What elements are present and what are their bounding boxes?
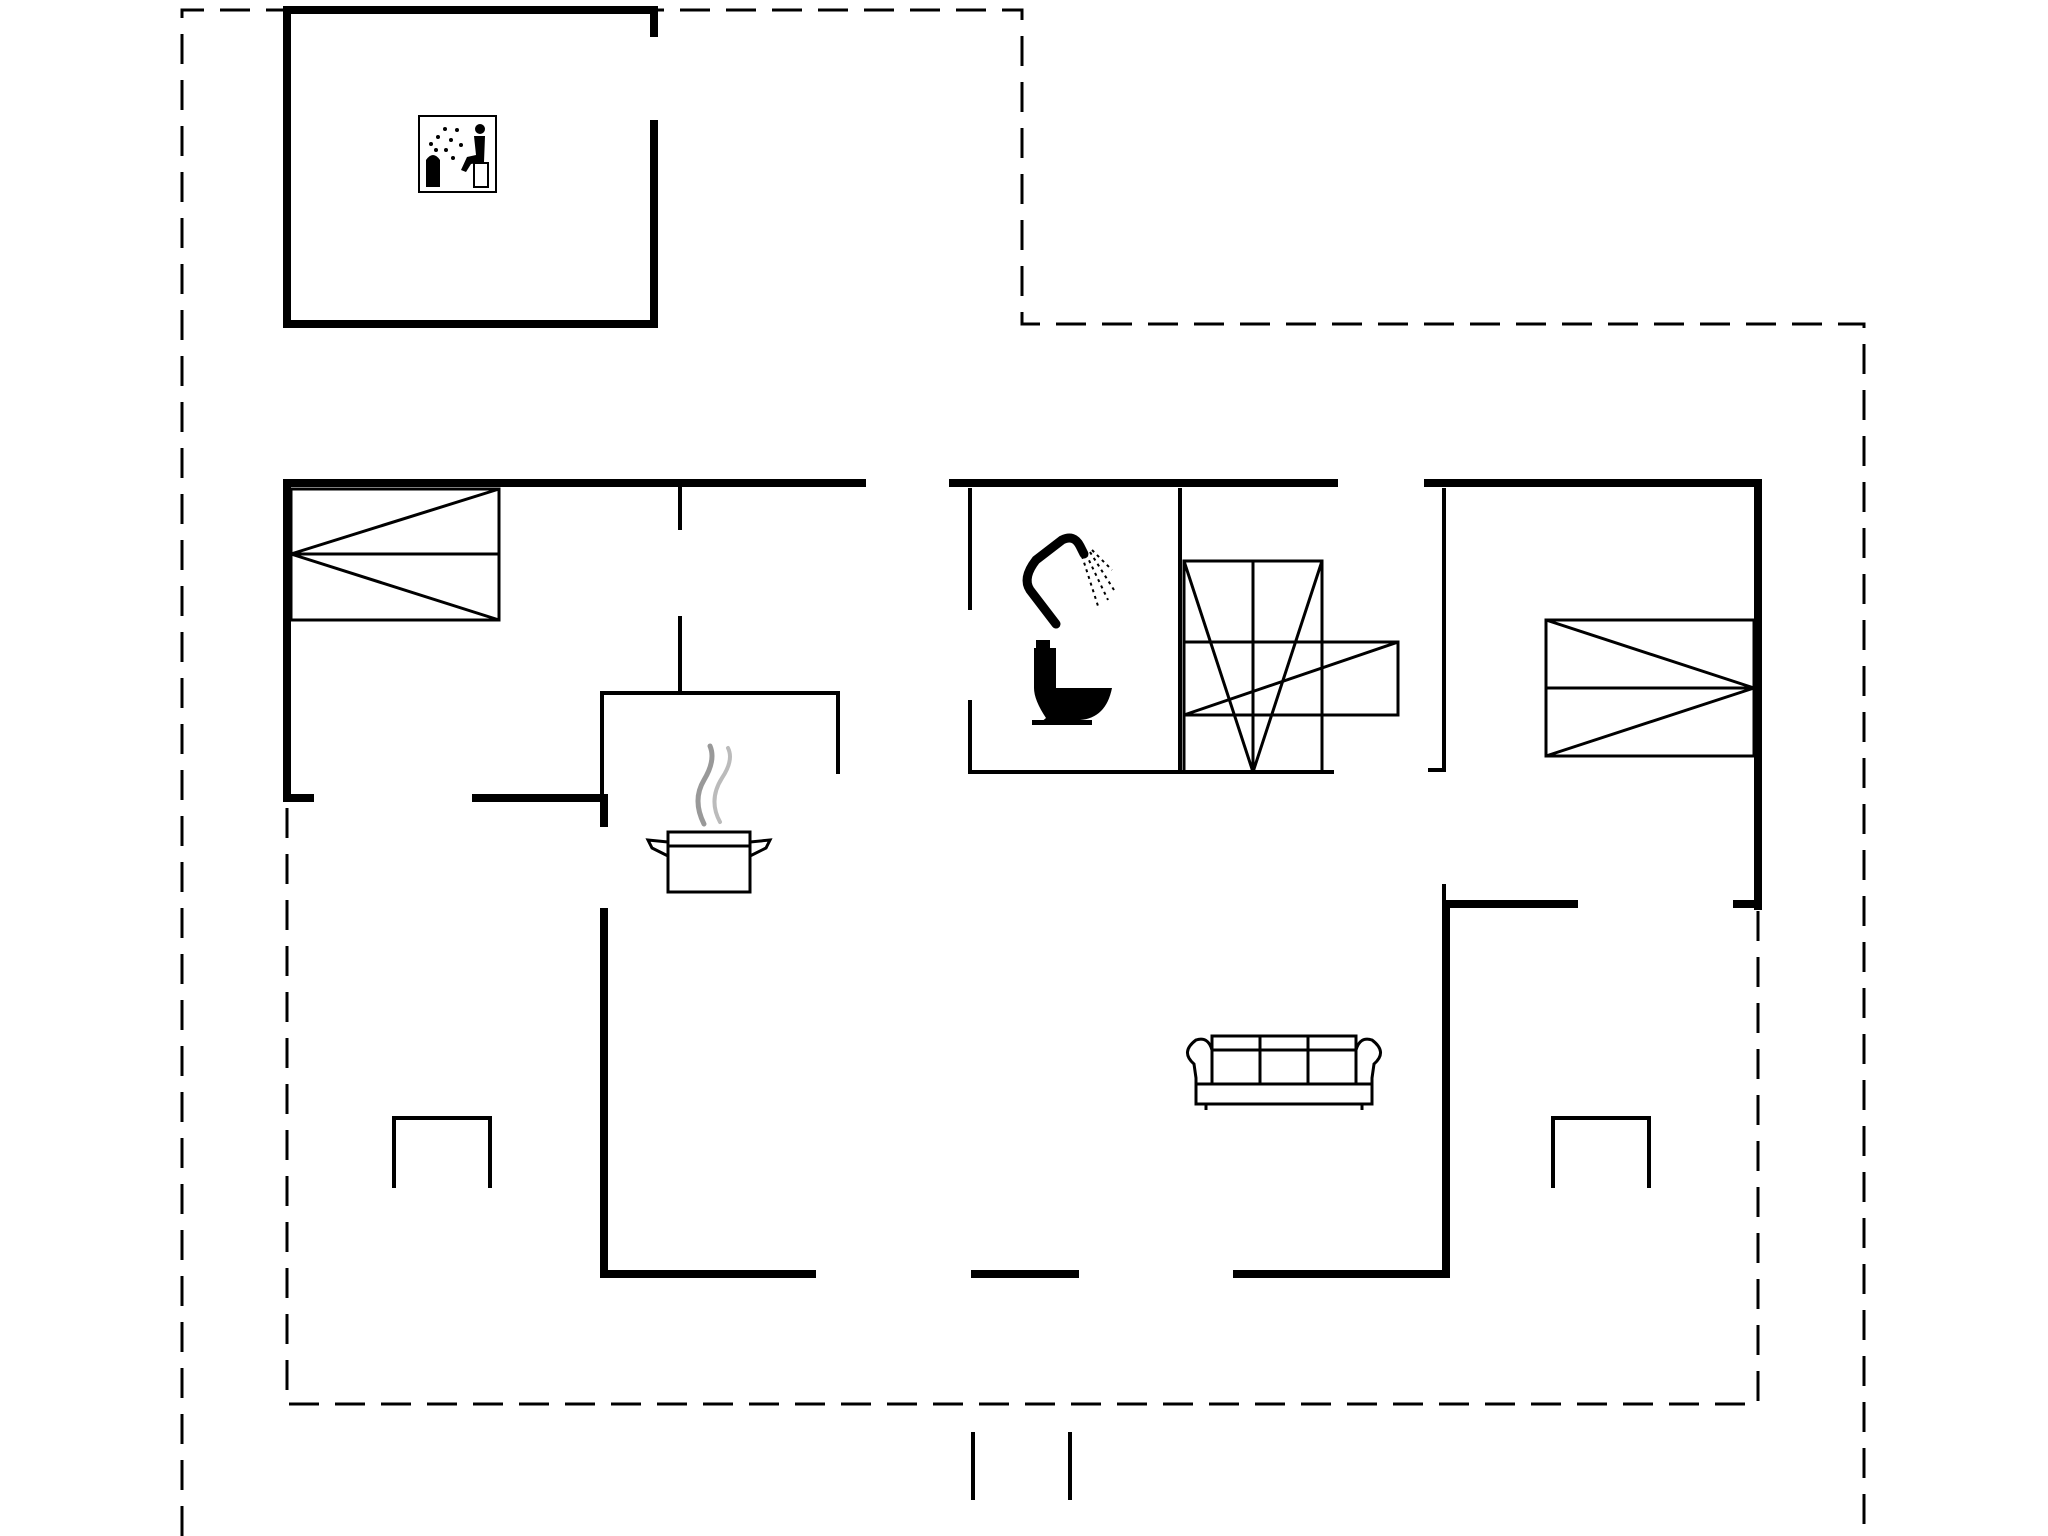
door-right — [1551, 1116, 1651, 1188]
sofa-icon — [1186, 1034, 1382, 1110]
sauna-building — [283, 6, 658, 328]
sauna-icon — [418, 115, 497, 193]
entrance-steps — [971, 1432, 1072, 1500]
shower-icon — [1022, 533, 1115, 629]
cooking-pot-icon — [645, 743, 773, 894]
terrace-outline — [285, 808, 1760, 1406]
house-walls — [283, 479, 1762, 1278]
bed-left — [289, 487, 501, 622]
plot-outline — [180, 8, 1866, 1536]
toilet-icon — [1032, 640, 1112, 725]
door-left — [392, 1116, 492, 1188]
bed-right — [1544, 618, 1756, 758]
staircase-icon — [1182, 559, 1400, 774]
